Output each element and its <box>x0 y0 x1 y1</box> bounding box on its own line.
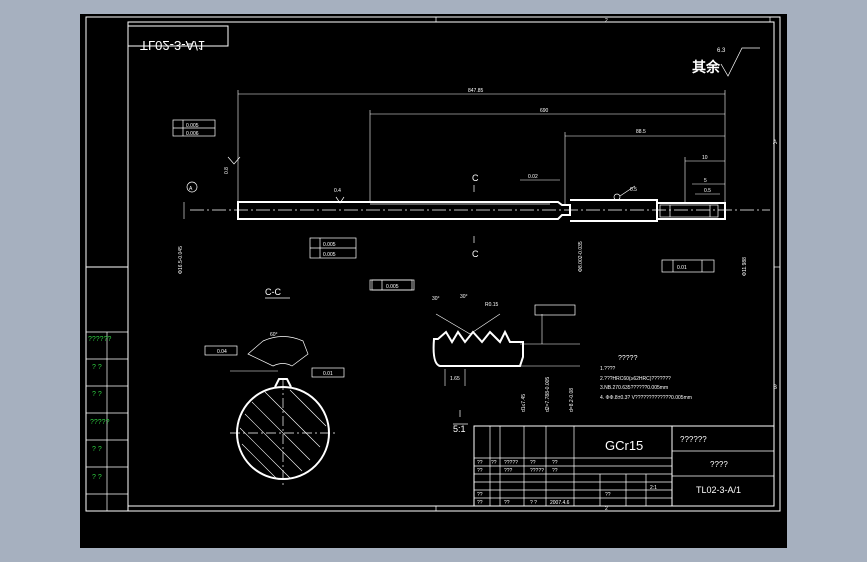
dim-5: 5 <box>704 178 707 184</box>
left-col-5: ? ? <box>92 474 102 481</box>
zone-bottom-label: 2 <box>605 506 608 512</box>
mirrored-title-box <box>127 25 229 47</box>
notes-line2: 2.???HRC60(≥62HRC)??????? <box>600 376 671 382</box>
datum-a-label: A <box>189 186 193 192</box>
tb-r2-2: ????? <box>530 468 544 474</box>
technical-notes: ????? 1.???? 2.???HRC60(≥62HRC)??????? 3… <box>600 355 692 401</box>
sec-angle: 60° <box>270 332 278 338</box>
dim-pitch: 0.8 <box>224 167 230 174</box>
part-name: ???? <box>710 460 728 469</box>
tb-date: 2007.4.6 <box>550 500 570 506</box>
d2-label: d2=7.788-0.005 <box>545 377 551 412</box>
dim-10: 10 <box>702 155 708 161</box>
left-col-4: ? ? <box>92 446 102 453</box>
cad-viewport[interactable]: A B 2 2 TL02-3-A/1 其余 6.3 ?????? ? ? ? ?… <box>80 14 787 548</box>
notes-line3: 3.NB.270.635??????0.005mm <box>600 385 668 391</box>
tol-box-1: 0.005 <box>186 123 199 129</box>
outer-border <box>85 16 781 512</box>
rough-main: 0.4 <box>334 188 341 194</box>
tolerance-frames: 0.005 0.006 0.005 0.005 0.01 0.005 <box>172 119 715 291</box>
tb-r1-1: ?? <box>491 460 497 466</box>
left-column: ?????? ? ? ? ? ????? ? ? ? ? <box>85 266 129 512</box>
tb-r2-3: ?? <box>552 468 558 474</box>
tb-r1-0: ?? <box>477 460 483 466</box>
tb-r1-4: ?? <box>552 460 558 466</box>
left-col-1: ? ? <box>92 364 102 371</box>
tb-r1-2: ????? <box>504 460 518 466</box>
tb-scale: 2:1 <box>650 485 657 491</box>
section-mark-top: C <box>472 173 479 183</box>
roughness-symbol-icon <box>720 47 760 77</box>
tb-r2-0: ?? <box>477 468 483 474</box>
tol-box-5: 0.005 <box>323 252 336 258</box>
dim-overall: 847.85 <box>468 88 484 94</box>
leader-text: 0.5 <box>630 187 637 193</box>
dim-05: 0.5 <box>704 188 711 194</box>
tb-r4-0: ?? <box>504 500 510 506</box>
scale-label: 5:1 <box>453 424 466 434</box>
tol-box-4: 0.01 <box>677 265 687 271</box>
zone-top-label: 2 <box>605 18 608 24</box>
section-mark-bottom: C <box>472 249 479 259</box>
tb-r3-1: ?? <box>477 500 483 506</box>
drawing-number: TL02-3-A/1 <box>696 485 741 495</box>
section-cc-label: C-C <box>265 287 281 297</box>
tb-r3-0: ?? <box>477 492 483 498</box>
thread-detail: 30° 30° R0.15 1.65 d1≤7.45 d2=7.788-0.00… <box>369 279 580 434</box>
roughness-mark-icon <box>335 196 345 204</box>
drawing-canvas: A B 2 2 TL02-3-A/1 其余 6.3 ?????? ? ? ? ?… <box>85 16 781 512</box>
tol-box-6: 0.005 <box>386 284 399 290</box>
company: ?????? <box>680 435 707 444</box>
small-dim: 1.65 <box>450 376 460 382</box>
left-col-2: ? ? <box>92 391 102 398</box>
sec-tol-1: 0.04 <box>217 349 227 355</box>
tb-r4-2: ?? <box>605 492 611 498</box>
r-val: R0.15 <box>485 302 499 308</box>
title-block: GCr15 ?????? ???? TL02-3-A/1 2:1 2007.4.… <box>473 425 775 507</box>
zone-b-label: B <box>773 385 777 391</box>
d1-label: d1≤7.45 <box>521 394 527 412</box>
notes-line1: 1.???? <box>600 366 616 372</box>
tb-r4-1: ? ? <box>530 500 537 506</box>
d-label: d=8.2-0.08 <box>569 388 575 412</box>
dim-dia-left: Φ16.5-0.045 <box>178 246 184 274</box>
tol-box-2: 0.006 <box>186 131 199 137</box>
material: GCr15 <box>605 438 643 453</box>
section-cc: C-C 60° 0.04 0.01 <box>204 287 345 486</box>
sec-tol-2: 0.01 <box>323 371 333 377</box>
angle-a: 30° <box>432 296 440 302</box>
dim-dia-right: Φ11.988 <box>742 257 748 276</box>
tol-box-3: 0.005 <box>323 242 336 248</box>
tb-r1-3: ?? <box>530 460 536 466</box>
datum-circle-icon <box>186 181 198 193</box>
dim-right: 88.5 <box>636 129 646 135</box>
dim-002: 0.02 <box>528 174 538 180</box>
roughness-value: 6.3 <box>717 48 726 54</box>
left-col-3: ????? <box>90 419 110 426</box>
left-col-0: ?????? <box>88 336 111 343</box>
notes-line4: 4. ΦΦ.8±0.3? V?????????????0.005mm <box>600 395 692 401</box>
main-shaft: A <box>186 181 770 222</box>
dim-middle: 690 <box>540 108 549 114</box>
angle-b: 30° <box>460 294 468 300</box>
dimension-lines: 847.85 690 88.5 10 5 0.5 0.02 Φ16.5-0.04… <box>178 88 748 276</box>
inner-frame <box>127 21 775 507</box>
dim-dia-mid: Φ8.002-0.035 <box>578 241 584 272</box>
zone-a-label: A <box>773 140 777 146</box>
mirrored-title-text: TL02-3-A/1 <box>140 38 205 53</box>
notes-heading: ????? <box>618 355 638 362</box>
roughness-chinese: 其余 <box>692 59 721 75</box>
tb-r2-1: ??? <box>504 468 513 474</box>
